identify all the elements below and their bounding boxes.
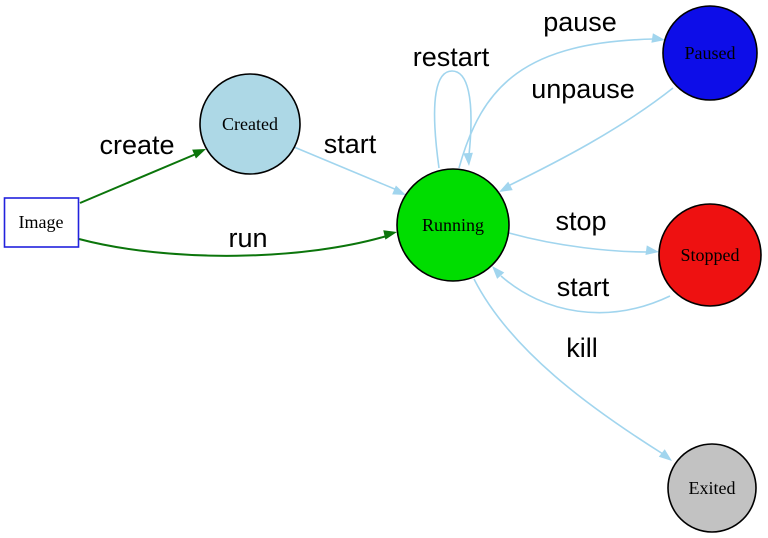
- node-created-shape: [199, 73, 301, 175]
- node-paused: Paused: [662, 5, 758, 101]
- node-image-label: Image: [19, 212, 64, 232]
- node-running-label: Running: [422, 215, 484, 235]
- edge-kill-label: kill: [566, 333, 598, 363]
- edge-unpause-label: unpause: [531, 74, 635, 104]
- edge-kill-line: [473, 278, 664, 455]
- node-paused-label: Paused: [685, 43, 736, 63]
- edge-unpause-arrowhead-icon: [499, 181, 513, 192]
- edge-create: create: [79, 130, 206, 204]
- edge-unpause-line: [507, 87, 674, 187]
- node-running: Running: [396, 168, 510, 282]
- edge-stop-label: stop: [555, 206, 606, 236]
- edge-run-label: run: [228, 223, 267, 253]
- edge-start-created-label: start: [324, 129, 377, 159]
- node-created: Created: [199, 73, 301, 175]
- edge-kill: kill: [473, 278, 672, 461]
- node-created-label: Created: [222, 114, 278, 134]
- node-image-shape: [3, 197, 80, 248]
- edge-run: run: [78, 223, 397, 257]
- edge-run-line: [78, 234, 391, 257]
- edge-start-created-arrowhead-icon: [392, 185, 406, 195]
- edge-run-arrowhead-icon: [383, 230, 397, 240]
- edge-restart-self-loop: restart: [413, 42, 490, 169]
- edge-stop-line: [508, 232, 649, 253]
- edge-create-label: create: [99, 130, 174, 160]
- node-exited-label: Exited: [689, 478, 736, 498]
- edge-start-stopped-label: start: [557, 272, 610, 302]
- edge-create-arrowhead-icon: [192, 149, 206, 159]
- edge-start-created-line: [293, 146, 398, 191]
- node-stopped-label: Stopped: [680, 245, 739, 265]
- edge-pause-arrowhead-icon: [651, 33, 665, 43]
- edge-pause: pause: [458, 7, 665, 169]
- edge-start-created-running: start: [293, 129, 406, 195]
- edge-pause-label: pause: [543, 7, 617, 37]
- edge-stop-arrowhead-icon: [645, 245, 659, 255]
- edge-restart-line: [433, 70, 472, 169]
- edge-restart-label: restart: [413, 42, 490, 72]
- node-paused-shape: [662, 5, 758, 101]
- node-stopped-shape: [658, 203, 762, 307]
- edge-pause-line: [458, 38, 655, 169]
- node-exited: Exited: [667, 443, 757, 533]
- edge-start-stopped-arrowhead-icon: [492, 266, 505, 279]
- node-stopped: Stopped: [658, 203, 762, 307]
- node-image: Image: [3, 197, 80, 248]
- edge-start-stopped-line: [500, 275, 671, 314]
- node-running-shape: [396, 168, 510, 282]
- node-exited-shape: [667, 443, 757, 533]
- edge-create-line: [79, 153, 197, 204]
- edge-stop: stop: [508, 206, 659, 255]
- edge-restart-arrowhead-icon: [463, 152, 473, 166]
- edge-start-stopped-running: start: [492, 266, 671, 314]
- edge-unpause: unpause: [499, 74, 674, 192]
- edge-kill-arrowhead-icon: [658, 449, 672, 461]
